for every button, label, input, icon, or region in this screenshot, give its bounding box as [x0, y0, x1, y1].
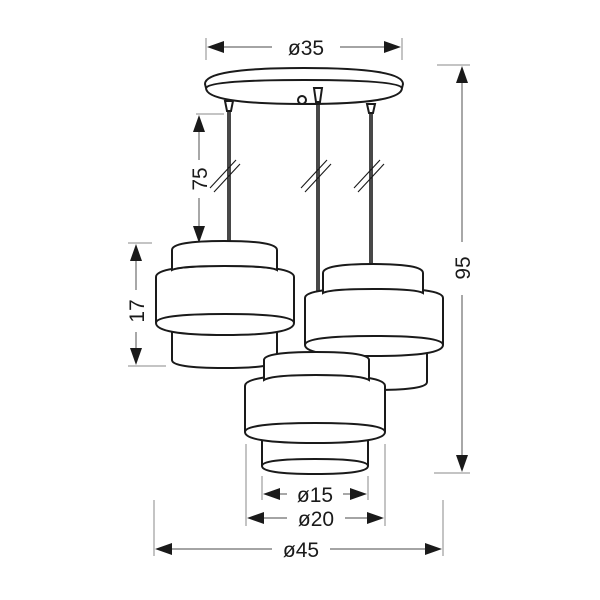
arrow-up-icon [130, 244, 142, 261]
dimension-cord-length: 75 [189, 113, 224, 243]
total-height-label: 95 [452, 256, 475, 279]
dimension-canopy-diameter: ø35 [205, 37, 403, 60]
arrow-right-icon [425, 543, 442, 555]
arrow-right-icon [350, 488, 367, 500]
arrow-right-icon [367, 512, 384, 524]
arrow-left-icon [247, 512, 264, 524]
arrow-left-icon [263, 488, 280, 500]
dimension-total-width: ø45 [153, 500, 444, 562]
cord-length-label: 75 [189, 167, 212, 190]
arrow-down-icon [456, 455, 468, 472]
dimension-shade-height: 17 [126, 242, 166, 367]
suspension-cords [209, 102, 385, 354]
shade-front [244, 350, 386, 476]
shade-outer-diameter-label: ø20 [298, 508, 334, 531]
dimension-total-height: 95 [434, 64, 475, 474]
arrow-left-icon [155, 543, 172, 555]
arrow-left-icon [207, 41, 224, 53]
arrow-down-icon [193, 226, 205, 243]
dimension-shade-outer-diameter: ø20 [245, 444, 386, 531]
cord-break-marks [209, 159, 385, 193]
ceiling-canopy [203, 66, 405, 114]
shade-height-label: 17 [126, 299, 149, 322]
shade-left [155, 239, 295, 370]
arrow-up-icon [193, 115, 205, 132]
arrow-right-icon [384, 41, 401, 53]
dimension-shade-inner-diameter: ø15 [261, 476, 369, 507]
canopy-diameter-label: ø35 [288, 37, 324, 60]
arrow-up-icon [456, 66, 468, 83]
arrow-down-icon [130, 348, 142, 365]
total-width-label: ø45 [283, 539, 319, 562]
shade-inner-diameter-label: ø15 [297, 484, 333, 507]
